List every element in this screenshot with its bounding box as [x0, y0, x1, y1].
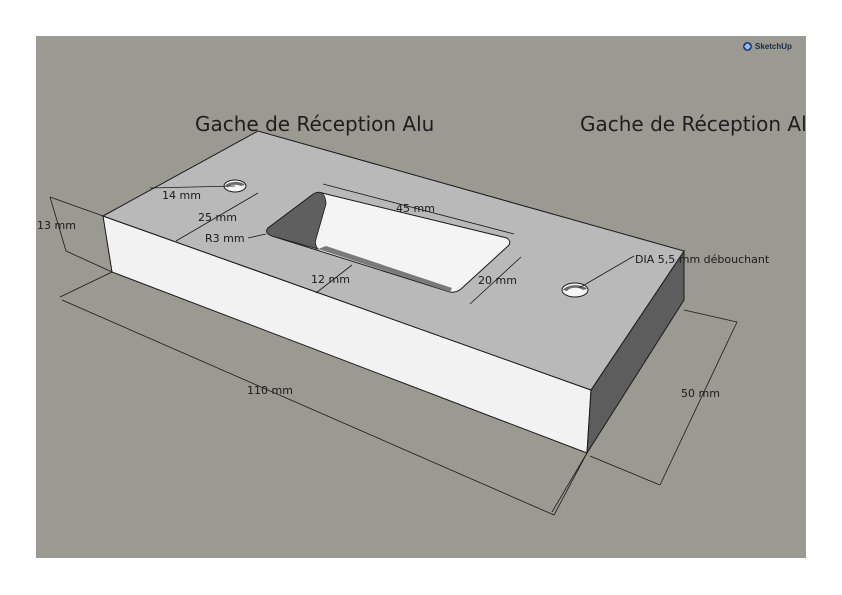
dimension-hole-offset-label: 14 mm: [162, 189, 201, 202]
model-scene[interactable]: 110 mm 50 mm 13 mm 14 mm 25 mm R3 mm 45 …: [36, 36, 806, 558]
dimension-thickness-label: 13 mm: [37, 219, 76, 232]
dimension-lines: [49, 183, 738, 516]
dimension-length-label: 110 mm: [247, 384, 293, 397]
dimension-slot-length-label: 45 mm: [396, 202, 435, 215]
dimension-slot-edge-label: 12 mm: [311, 273, 350, 286]
sketchup-logo-icon: [743, 42, 752, 51]
title-left: Gache de Réception Alu: [195, 112, 435, 136]
dimension-hole-diameter-label: DIA 5,5 mm débouchant: [635, 253, 770, 266]
viewport[interactable]: 110 mm 50 mm 13 mm 14 mm 25 mm R3 mm 45 …: [36, 36, 806, 558]
sketchup-branding: SketchUp: [743, 42, 792, 51]
brand-label: SketchUp: [755, 42, 792, 51]
slot-floor-shadow: [318, 246, 452, 292]
dimension-width-label: 50 mm: [681, 387, 720, 400]
dimension-slot-radius-label: R3 mm: [205, 232, 245, 245]
dimension-slot-offset-label: 25 mm: [198, 211, 237, 224]
dimension-slot-width-label: 20 mm: [478, 274, 517, 287]
slot-inner-wall: [266, 191, 327, 250]
title-right: Gache de Réception Alu: [580, 112, 806, 136]
